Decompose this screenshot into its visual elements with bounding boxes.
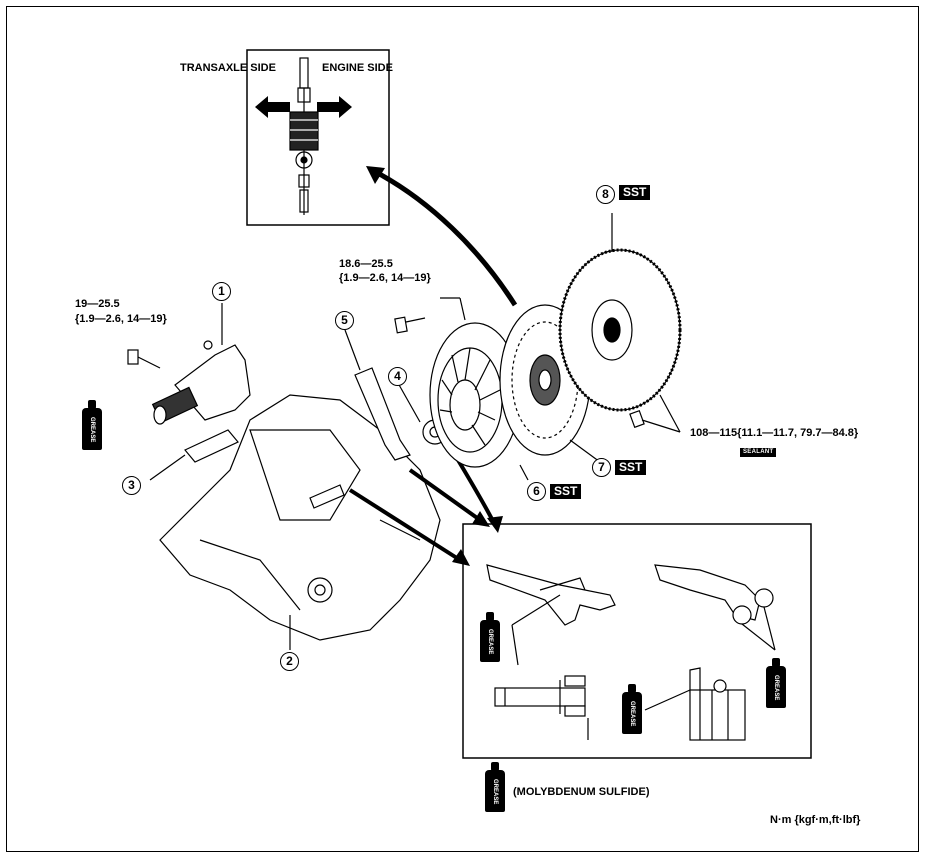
torque-spec-1-line2: {1.9—2.6, 14—19} (75, 313, 167, 325)
units-label: N·m {kgf·m,ft·lbf} (770, 814, 861, 826)
part-number-5: 5 (335, 311, 354, 330)
grease-label: GREASE (487, 629, 493, 655)
part-number-3: 3 (122, 476, 141, 495)
torque-spec-1-line1: 19—25.5 (75, 298, 120, 310)
inset-shaft (494, 675, 589, 740)
release-cylinder (151, 303, 251, 425)
part-number-6: 6 (527, 482, 546, 501)
arrow-left (255, 96, 290, 118)
flywheel (558, 213, 682, 412)
sealant-badge: SEALANT (740, 448, 777, 457)
inset-fork-right (654, 564, 776, 651)
inset-bearing (644, 667, 746, 741)
clutch-cover (429, 322, 529, 481)
part-number-7: 7 (592, 458, 611, 477)
inset-box-bottom (462, 523, 812, 759)
inset-fork-left (486, 564, 616, 666)
grease-label: GREASE (629, 701, 635, 727)
transaxle-housing (159, 394, 441, 650)
sst-badge-8: SST (619, 185, 651, 200)
sst-badge-7: SST (615, 460, 647, 475)
release-fork (344, 329, 411, 461)
part-number-8: 8 (596, 185, 615, 204)
molybdenum-sulfide-label: (MOLYBDENUM SULFIDE) (513, 786, 650, 798)
inset-box-top (246, 49, 390, 226)
part-number-2: 2 (280, 652, 299, 671)
sst-badge-6: SST (550, 484, 582, 499)
grease-label: GREASE (773, 675, 779, 701)
diagram-frame (6, 6, 919, 852)
grease-label: GREASE (89, 417, 95, 443)
torque-spec-3: 108—115{11.1—11.7, 79.7—84.8} (690, 427, 859, 439)
part-number-4: 4 (388, 367, 407, 386)
part-number-1: 1 (212, 282, 231, 301)
torque-spec-2-line1: 18.6—25.5 (339, 258, 393, 270)
engine-side-label: ENGINE SIDE (322, 62, 393, 74)
arrow-right (317, 96, 352, 118)
boot (149, 429, 239, 481)
grease-label: GREASE (492, 779, 498, 805)
torque-spec-2-line2: {1.9—2.6, 14—19} (339, 272, 431, 284)
inset-release-assembly (289, 57, 319, 215)
transaxle-side-label: TRANSAXLE SIDE (180, 62, 276, 74)
